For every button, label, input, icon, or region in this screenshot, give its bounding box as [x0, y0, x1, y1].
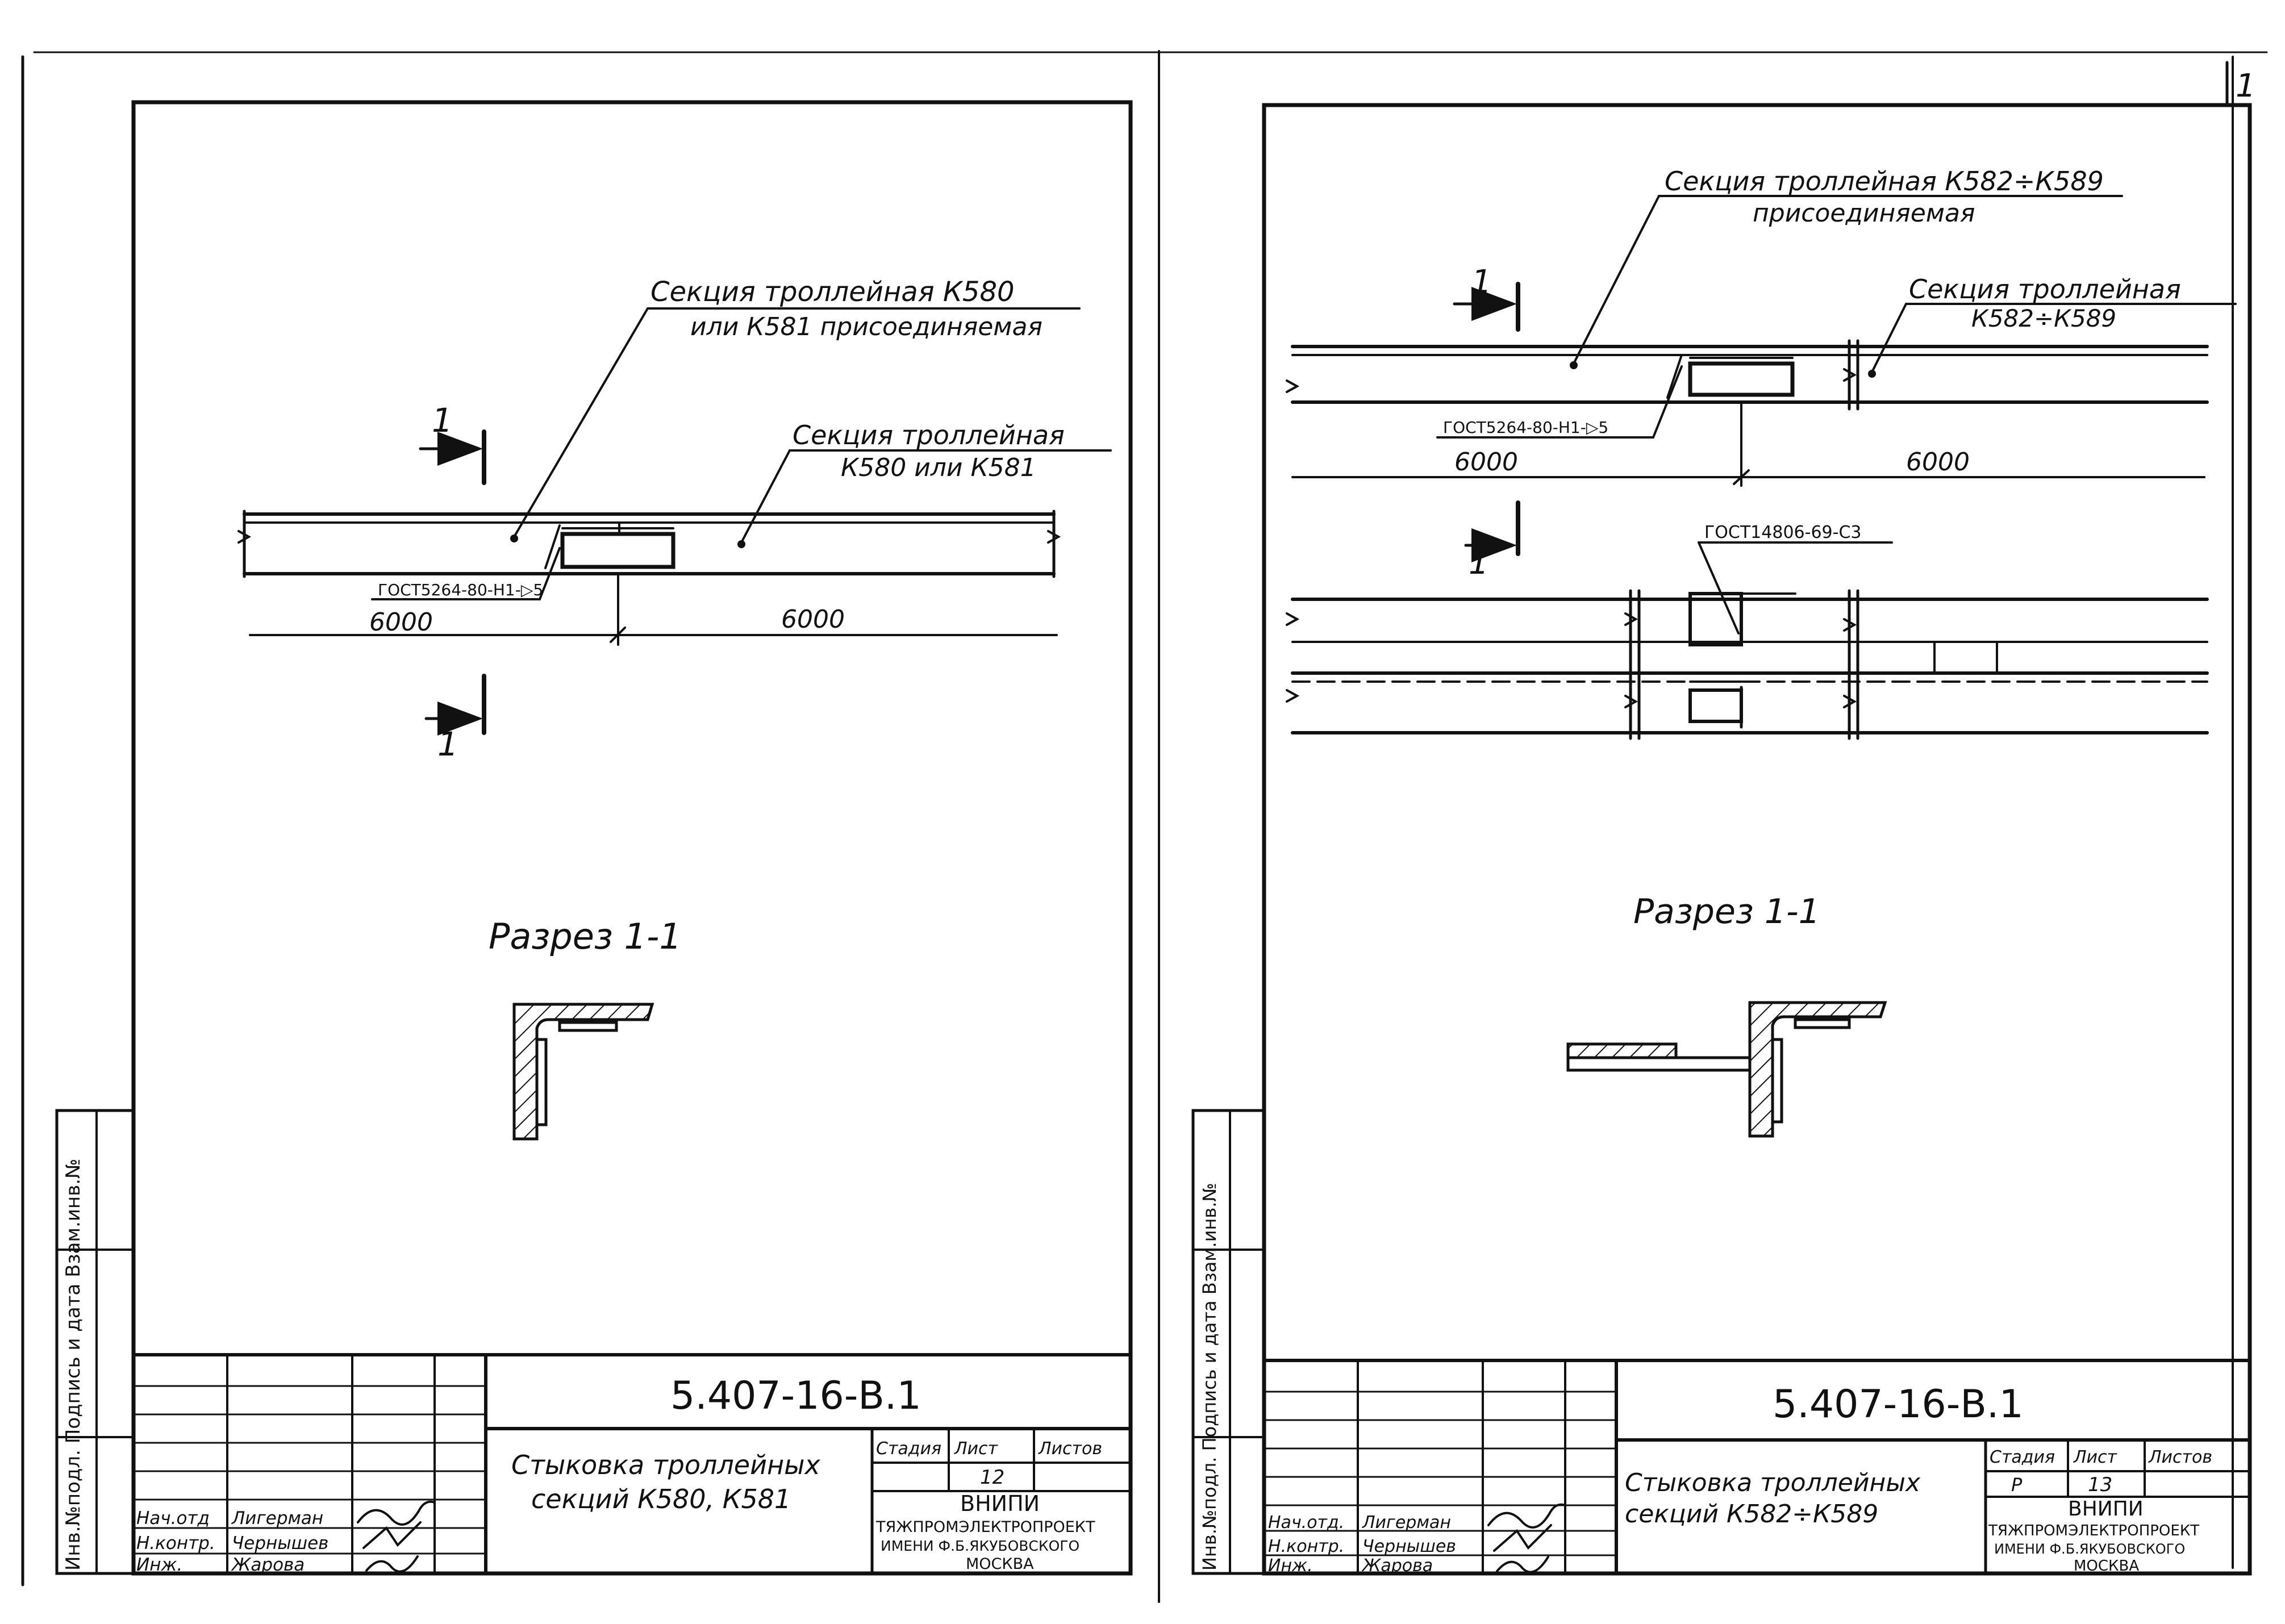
- right-signature-3: [1496, 1556, 1549, 1573]
- right-org-line1: ВНИПИ: [2068, 1497, 2144, 1521]
- left-org-line1: ВНИПИ: [960, 1491, 1040, 1516]
- right-doc-title-line2: секций К582÷К589: [1625, 1500, 1878, 1529]
- left-section-title: Разрез 1-1: [489, 916, 682, 957]
- left-angle-section: [512, 1003, 654, 1141]
- right-callout-1-line1: Секция троллейная К582÷К589: [1665, 166, 2104, 197]
- right-doc-code: 5.407-16-В.1: [1773, 1382, 2024, 1427]
- right-role-1: Нач.отд.: [1268, 1513, 1344, 1533]
- left-doc-title-line1: Стыковка троллейных: [511, 1450, 820, 1480]
- left-stage-label: Стадия: [876, 1439, 941, 1459]
- left-signature-2: [362, 1521, 422, 1549]
- left-side-stamp-box: [55, 1109, 135, 1575]
- left-side-stamp-text: Инв.№подл. Подпись и дата Взам.инв.№: [62, 1159, 85, 1571]
- left-weld-note: ГОСТ5264-80-Н1-▷5: [378, 581, 543, 599]
- left-dim-right: 6000: [781, 605, 845, 634]
- right-signature-1: [1487, 1503, 1566, 1529]
- right-flat-bar-section: [1566, 1042, 1678, 1059]
- right-side-stamp-text: Инв.№подл. Подпись и дата Взам.инв.№: [1199, 1183, 1220, 1571]
- left-role-3: Инж.: [136, 1555, 182, 1575]
- right-role-3: Инж.: [1268, 1556, 1313, 1576]
- sheet-right: 1 Инв.№подл. Подпись и дата Взам.инв.№ 1…: [1191, 61, 2256, 1576]
- right-sheets-label: Листов: [2148, 1447, 2212, 1467]
- left-signature-1: [357, 1500, 436, 1526]
- left-org-line4: МОСКВА: [966, 1555, 1034, 1573]
- left-signature-3: [365, 1555, 419, 1573]
- left-section-mark-bottom: 1: [437, 725, 458, 763]
- left-joint-plate: [560, 532, 676, 569]
- right-stage-value: Р: [2011, 1474, 2023, 1496]
- left-sheet-value: 12: [980, 1466, 1004, 1489]
- left-name-2: Чернышев: [232, 1533, 328, 1554]
- left-callout-1-line1: Секция троллейная К580: [651, 276, 1015, 308]
- left-name-1: Лигерман: [231, 1508, 323, 1529]
- right-role-2: Н.контр.: [1268, 1537, 1344, 1556]
- left-role-2: Н.контр.: [136, 1533, 215, 1554]
- right-weld-note-2: ГОСТ14806-69-С3: [1704, 523, 1861, 542]
- left-role-1: Нач.отд: [136, 1508, 210, 1529]
- right-callout-2-line1: Секция троллейная: [1909, 274, 2181, 304]
- right-angle-section: [1748, 1001, 1887, 1138]
- right-org-line4: МОСКВА: [2074, 1558, 2139, 1575]
- right-sheet-label: Лист: [2073, 1447, 2118, 1467]
- right-weld-note: ГОСТ5264-80-Н1-▷5: [1443, 418, 1608, 437]
- left-sheets-label: Листов: [1038, 1439, 1102, 1459]
- right-section-mark-bottom: 1: [1469, 545, 1489, 582]
- right-side-stamp-box: [1191, 1109, 1266, 1575]
- right-name-2: Чернышев: [1362, 1537, 1456, 1556]
- left-doc-code: 5.407-16-В.1: [670, 1373, 921, 1418]
- right-name-1: Лигерман: [1362, 1513, 1451, 1533]
- right-dim-right: 6000: [1906, 448, 1970, 477]
- left-name-3: Жарова: [231, 1555, 305, 1575]
- right-callout-1-line2: присоединяемая: [1753, 199, 1975, 228]
- right-section-title: Разрез 1-1: [1633, 892, 1820, 932]
- left-title-block: 5.407-16-В.1 Стыковка троллейных секций …: [132, 1353, 1132, 1575]
- left-org-line2: ТЯЖПРОМЭЛЕКТРОПРОЕКТ: [875, 1518, 1095, 1536]
- right-stage-label: Стадия: [1990, 1447, 2055, 1467]
- right-joint-plate: [1688, 361, 1795, 397]
- left-dim-left: 6000: [369, 608, 433, 637]
- right-name-3: Жарова: [1361, 1556, 1433, 1576]
- right-doc-title-line1: Стыковка троллейных: [1625, 1468, 1921, 1497]
- left-section-mark-top: 1: [432, 401, 453, 440]
- right-org-line3: ИМЕНИ Ф.Б.ЯКУБОВСКОГО: [1994, 1541, 2185, 1557]
- right-signature-2: [1493, 1524, 1552, 1552]
- left-sheet-label: Лист: [954, 1439, 999, 1459]
- right-dim-left: 6000: [1454, 448, 1518, 477]
- right-corner-mark: 1: [2236, 68, 2256, 105]
- left-callout-2-line2: К580 или К581: [841, 453, 1036, 482]
- right-section-mark-top: 1: [1471, 264, 1492, 300]
- left-org-line3: ИМЕНИ Ф.Б.ЯКУБОВСКОГО: [881, 1538, 1079, 1554]
- sheet-left: Инв.№подл. Подпись и дата Взам.инв.№ 1 1…: [55, 100, 1133, 1576]
- right-callout-2-line2: К582÷К589: [1971, 304, 2116, 332]
- right-title-block: 5.407-16-В.1 Стыковка троллейных секций …: [1262, 1359, 2251, 1576]
- left-callout-2-line1: Секция троллейная: [793, 420, 1065, 450]
- right-org-line2: ТЯЖПРОМЭЛЕКТРОПРОЕКТ: [1988, 1522, 2199, 1539]
- right-sheet-value: 13: [2088, 1473, 2112, 1496]
- left-callout-1-line2: или К581 присоединяемая: [690, 312, 1043, 341]
- left-doc-title-line2: секций К580, К581: [531, 1484, 791, 1514]
